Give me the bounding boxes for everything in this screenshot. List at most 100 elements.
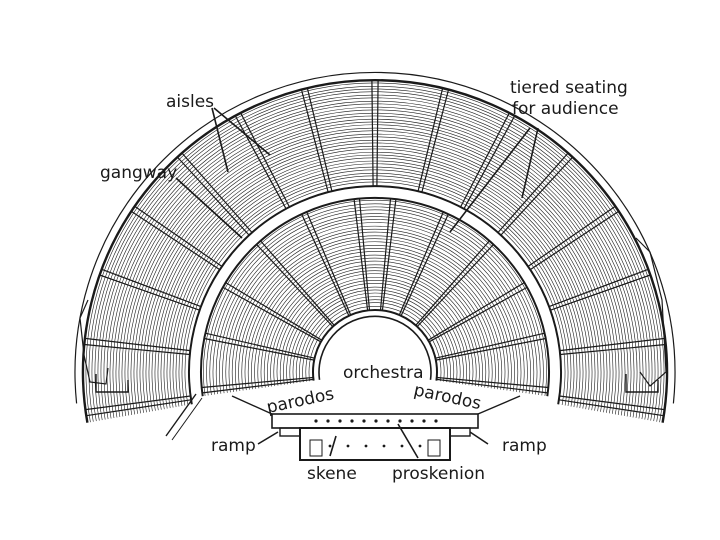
lower-aisle xyxy=(225,282,323,341)
lower-aisle xyxy=(205,332,315,359)
lower-seat-row xyxy=(212,209,538,395)
ramp-right-label: ramp xyxy=(502,436,547,456)
parodos-right-label: parodos xyxy=(412,380,483,414)
gangway-inner-edge xyxy=(200,197,550,397)
upper-aisle xyxy=(84,337,191,352)
aisles-pointer-1 xyxy=(211,107,229,173)
proskenion-column xyxy=(338,419,342,423)
upper-seat-row xyxy=(118,115,632,417)
upper-aisle xyxy=(101,268,202,308)
outer-wall xyxy=(81,79,669,423)
callout-lines xyxy=(175,107,539,459)
left-ramp-edge-inner xyxy=(171,397,203,441)
tiered-pointer-2 xyxy=(521,127,539,199)
lower-aisle xyxy=(222,286,322,343)
upper-aisle xyxy=(84,343,190,356)
lower-seat-row xyxy=(209,206,541,396)
lower-seat-row xyxy=(257,254,493,389)
lower-seat-row xyxy=(206,203,544,396)
lower-aisle xyxy=(398,211,444,316)
proskenion-pointer xyxy=(397,423,419,459)
upper-aisle xyxy=(559,337,666,352)
lower-aisle xyxy=(427,282,525,341)
ramp-left-pointer xyxy=(257,431,279,445)
proskenion-column xyxy=(398,419,402,423)
upper-aisle xyxy=(527,205,616,267)
lower-aisle xyxy=(306,211,352,316)
skene-label: skene xyxy=(307,464,357,484)
orchestra-ring-inner xyxy=(318,315,432,380)
proskenion-column xyxy=(314,419,318,423)
upper-seat-row xyxy=(115,112,635,418)
upper-aisle xyxy=(376,79,379,187)
upper-aisle xyxy=(240,112,290,208)
lower-seat-row xyxy=(228,225,522,393)
upper-seat-row xyxy=(130,127,620,415)
proskenion-column xyxy=(422,419,426,423)
lower-aisle xyxy=(415,240,490,326)
lower-seat-row xyxy=(263,260,487,388)
lower-seat-row xyxy=(286,283,464,385)
upper-seat-row xyxy=(85,82,665,423)
lower-aisle xyxy=(416,244,494,328)
lower-aisle xyxy=(301,213,350,317)
skene-pointer xyxy=(329,435,337,457)
aisles-pointer-2 xyxy=(213,107,271,156)
lower-seat-row xyxy=(238,235,512,392)
upper-seat-row xyxy=(91,88,659,422)
upper-seat-row xyxy=(136,133,614,414)
lower-seat-row xyxy=(241,238,509,391)
gangway-pointer xyxy=(175,177,243,239)
lower-seat-row xyxy=(235,231,515,392)
ruin-right-wall xyxy=(635,237,667,387)
upper-aisle xyxy=(421,89,450,193)
skene-door-right xyxy=(427,439,441,457)
upper-aisle xyxy=(130,210,221,271)
upper-seat-row xyxy=(100,97,650,420)
skene-column xyxy=(346,444,350,448)
skene-column xyxy=(382,444,386,448)
orchestra-label: orchestra xyxy=(343,363,424,383)
lower-seat-row xyxy=(203,199,547,396)
lower-aisle xyxy=(358,198,371,311)
proskenion-column xyxy=(434,419,438,423)
upper-seat-row xyxy=(127,124,623,415)
upper-seat-row xyxy=(145,142,605,412)
upper-seat-row xyxy=(181,178,569,406)
upper-aisle xyxy=(99,274,200,311)
upper-seat-row xyxy=(112,109,638,418)
lower-aisle xyxy=(400,213,449,317)
upper-aisle xyxy=(548,268,649,308)
lower-seat-row xyxy=(244,241,506,391)
upper-seat-row xyxy=(121,119,629,416)
skene-column xyxy=(418,444,422,448)
ramp-right-pointer xyxy=(469,431,489,445)
lower-aisle xyxy=(204,337,315,361)
skene-column xyxy=(400,444,404,448)
lower-seat-row xyxy=(219,216,531,394)
upper-seat-row xyxy=(139,136,611,413)
lower-aisle xyxy=(435,332,545,359)
proskenion-column xyxy=(326,419,330,423)
upper-aisle xyxy=(550,274,651,311)
lower-aisle xyxy=(379,198,392,311)
lower-aisle xyxy=(436,378,548,394)
upper-seat-row xyxy=(88,86,662,422)
upper-seat-row xyxy=(94,91,656,421)
upper-seat-row xyxy=(169,166,581,408)
lower-aisle xyxy=(435,337,546,361)
upper-seat-row xyxy=(166,163,584,409)
upper-aisle xyxy=(181,152,253,233)
upper-seat-row xyxy=(133,130,617,414)
proskenion-column xyxy=(374,419,378,423)
upper-seat-row xyxy=(154,152,596,411)
upper-seat-row xyxy=(97,94,653,421)
lower-seat-row xyxy=(270,267,480,387)
lower-seat-row xyxy=(292,289,458,384)
proskenion-column xyxy=(386,419,390,423)
upper-aisle xyxy=(417,87,444,192)
skene-building xyxy=(299,427,451,461)
lower-seat-row xyxy=(225,222,525,393)
lower-seat-row xyxy=(276,273,474,386)
